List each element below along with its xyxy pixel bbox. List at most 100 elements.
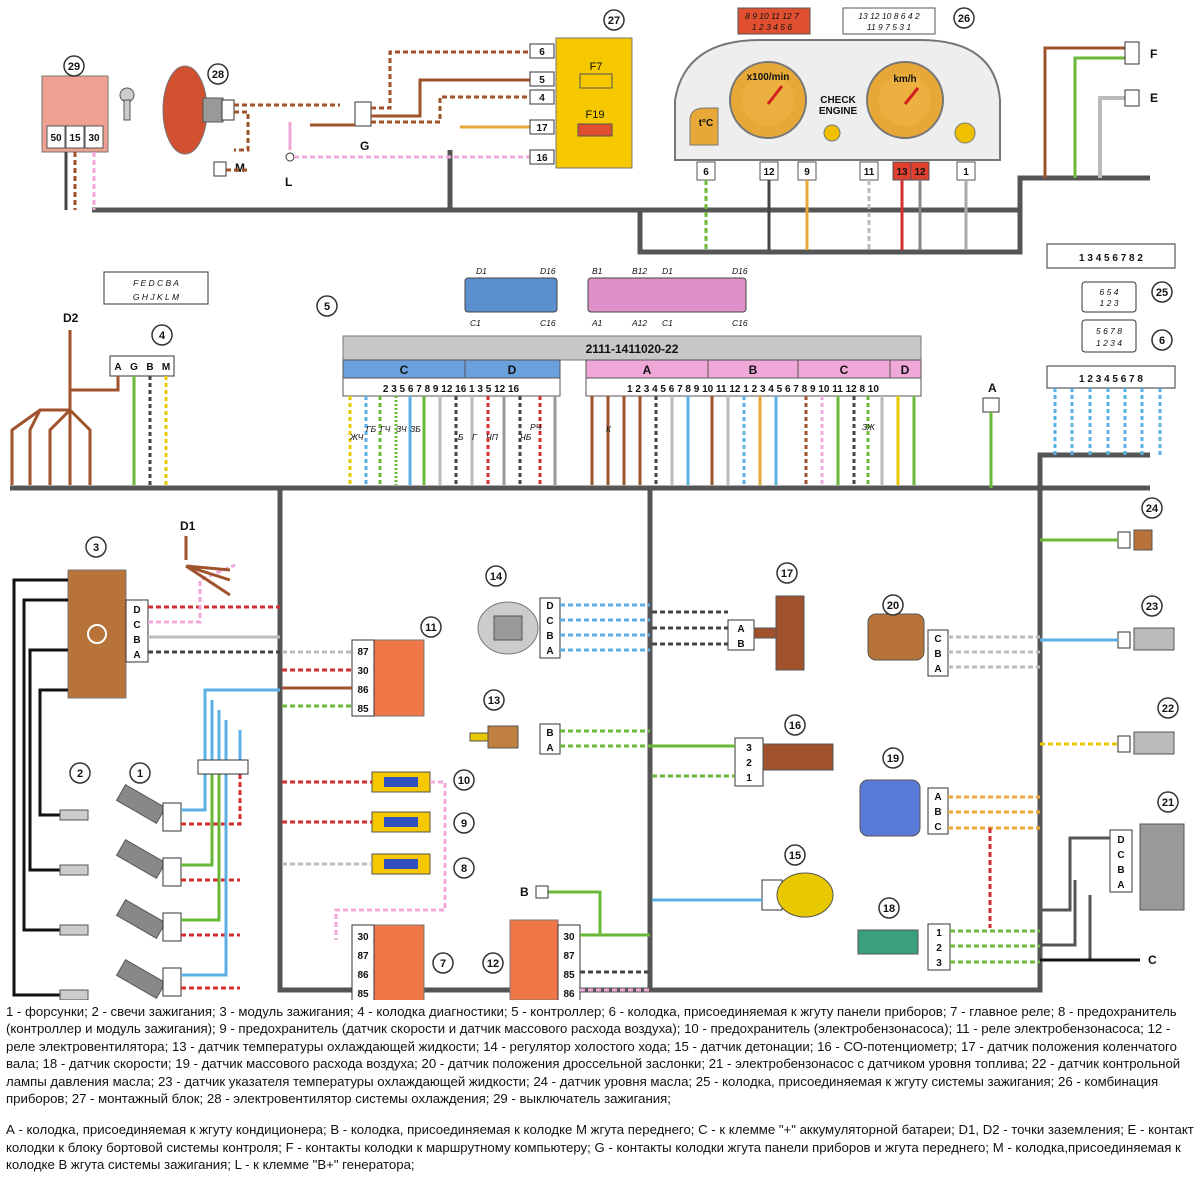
speed-sensor: 123 — [857, 923, 951, 971]
svg-text:1 2 3 4 5 6 7 8: 1 2 3 4 5 6 7 8 — [1079, 374, 1143, 385]
svg-text:4: 4 — [539, 93, 545, 104]
injector-connector — [197, 759, 249, 775]
svg-text:6: 6 — [703, 167, 709, 178]
connector-6-pictogram: 5 6 7 8 1 2 3 4 — [1081, 319, 1137, 353]
svg-text:ЗБ: ЗБ — [410, 424, 421, 434]
callout-text: 1 2 3 4 5 6 7 8 9 10 11 12 13 14 15 16 1… — [68, 13, 1174, 970]
injector-wires — [181, 688, 280, 990]
svg-text:B: B — [1117, 865, 1124, 876]
svg-text:A: A — [114, 362, 121, 373]
connector-E: E — [1098, 89, 1158, 178]
svg-text:1: 1 — [936, 928, 942, 939]
injectors — [115, 784, 182, 999]
label-C: C — [1148, 953, 1157, 967]
crankshaft-sensor: AB — [727, 595, 805, 671]
fuses — [371, 771, 431, 875]
svg-text:D1: D1 — [476, 266, 487, 276]
fuse-F7-label: F7 — [590, 61, 603, 73]
svg-text:G: G — [130, 362, 138, 373]
svg-text:1 2 3: 1 2 3 — [1100, 298, 1119, 308]
svg-text:A12: A12 — [631, 318, 647, 328]
svg-text:РЧ: РЧ — [530, 422, 542, 432]
svg-text:86: 86 — [357, 685, 369, 696]
svg-text:30: 30 — [357, 666, 369, 677]
svg-text:ЧП: ЧП — [486, 432, 499, 442]
svg-text:M: M — [162, 362, 170, 373]
speedometer-label: km/h — [893, 74, 916, 85]
svg-text:12: 12 — [914, 167, 926, 178]
wiring-diagram: x100/min km/h t°C CHECK ENGINE 6 12 9 11… — [10, 7, 1185, 1000]
svg-text:1 3 4 5 6 7 8 2: 1 3 4 5 6 7 8 2 — [1079, 253, 1143, 264]
svg-text:2: 2 — [746, 758, 752, 769]
svg-text:B: B — [133, 635, 140, 646]
svg-text:B: B — [737, 639, 744, 650]
svg-text:ГЧ: ГЧ — [380, 424, 391, 434]
label-D2: D2 — [63, 311, 79, 325]
svg-text:B: B — [934, 649, 941, 660]
svg-text:G H J K L M: G H J K L M — [133, 292, 180, 302]
svg-text:B: B — [749, 363, 758, 377]
svg-text:A: A — [934, 664, 941, 675]
svg-text:B: B — [934, 807, 941, 818]
svg-text:18: 18 — [883, 903, 895, 915]
diagnostic-connector: F E D C B A G H J K L M A G B M — [103, 271, 209, 377]
svg-text:23: 23 — [1146, 601, 1158, 613]
svg-text:F E D C B A: F E D C B A — [133, 278, 179, 288]
svg-text:1: 1 — [963, 167, 969, 178]
label-G: G — [360, 139, 369, 153]
svg-text:29: 29 — [68, 61, 80, 73]
svg-text:К: К — [606, 424, 612, 434]
svg-text:A: A — [1117, 880, 1124, 891]
label-B: B — [520, 885, 529, 899]
svg-text:12: 12 — [763, 167, 775, 178]
diag-wires — [10, 330, 168, 485]
svg-text:85: 85 — [357, 989, 369, 1000]
svg-text:1: 1 — [746, 773, 752, 784]
mass-air-flow-sensor: ABC — [859, 779, 949, 837]
wire-label-zhch: ЖЧ — [349, 432, 364, 442]
ign-module-wires — [12, 563, 280, 997]
svg-text:C16: C16 — [732, 318, 748, 328]
spark-plugs — [59, 809, 89, 1000]
svg-text:6 5 4: 6 5 4 — [1100, 287, 1119, 297]
svg-text:8: 8 — [461, 863, 467, 875]
oil-level-sensor — [1117, 529, 1153, 551]
svg-text:C1: C1 — [662, 318, 673, 328]
cooling-fan — [162, 65, 235, 155]
svg-text:5 6 7 8: 5 6 7 8 — [1096, 326, 1122, 336]
cluster-wires — [704, 180, 968, 250]
svg-text:85: 85 — [563, 970, 575, 981]
svg-text:3: 3 — [93, 542, 99, 554]
svg-text:D: D — [546, 601, 553, 612]
oil-lamp-icon — [954, 122, 976, 144]
svg-text:87: 87 — [563, 951, 575, 962]
svg-text:87: 87 — [357, 951, 369, 962]
tachometer-label: x100/min — [747, 72, 790, 83]
svg-text:14: 14 — [490, 571, 503, 583]
svg-text:3: 3 — [936, 958, 942, 969]
svg-text:86: 86 — [563, 989, 575, 1000]
temp-gauge — [689, 107, 719, 146]
temp-gauge-label: t°C — [699, 118, 714, 129]
svg-text:10: 10 — [458, 775, 470, 787]
svg-text:21: 21 — [1162, 797, 1174, 809]
legend-components: 1 - форсунки; 2 - свечи зажигания; 3 - м… — [6, 1004, 1181, 1107]
ignition-wires — [64, 152, 96, 210]
svg-text:86: 86 — [357, 970, 369, 981]
G-wires — [288, 50, 530, 159]
svg-text:9: 9 — [804, 167, 810, 178]
controller-wires — [348, 396, 916, 485]
label-E: E — [1150, 91, 1158, 105]
label-M: M — [235, 161, 245, 175]
svg-text:ГБ: ГБ — [366, 424, 377, 434]
svg-text:ЗЧ: ЗЧ — [396, 424, 407, 434]
svg-text:30: 30 — [357, 932, 369, 943]
check-engine-icon — [823, 124, 841, 142]
svg-text:B12: B12 — [632, 266, 647, 276]
svg-text:16: 16 — [536, 153, 548, 164]
svg-text:D: D — [1117, 835, 1124, 846]
svg-text:C: C — [1117, 850, 1124, 861]
coolant-temp-sensor: BA — [469, 723, 561, 755]
svg-text:1 2 3 4 5 6 7 8 9 10 11 12 1 2: 1 2 3 4 5 6 7 8 9 10 11 12 1 2 3 4 5 6 7… — [627, 384, 879, 395]
